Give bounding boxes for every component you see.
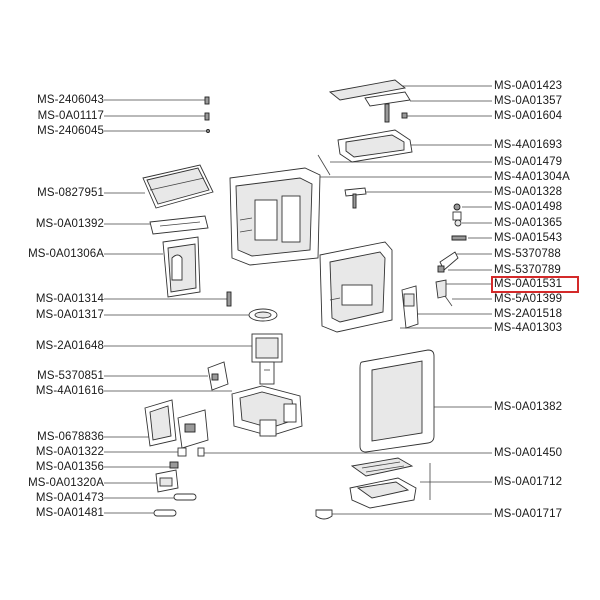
tank-lid-part [142,164,214,209]
highlight-box [491,276,579,293]
part-label-right: MS-0A01543 [494,232,563,244]
part-label-right: MS-0A01712 [494,476,563,488]
part-label-left: MS-0A01117 [37,110,104,122]
pump-small-parts [226,291,278,322]
leader-lines-right [202,85,492,515]
part-label-left: MS-0A01392 [35,218,104,230]
part-label-left: MS-0A01317 [35,309,104,321]
part-label-left: MS-5370851 [37,370,104,382]
part-label-right: MS-4A01693 [494,139,563,151]
part-label-left: MS-0A01322 [35,446,104,458]
part-label-right: MS-5370789 [494,264,561,276]
part-label-left: MS-0A01306A [28,248,104,260]
part-label-left: MS-0A01314 [35,293,104,305]
part-label-left: MS-0A01320A [28,477,104,489]
part-label-left: MS-2406043 [37,94,104,106]
foot-part [315,509,333,520]
screw-parts [204,96,210,133]
part-label-right: MS-0A01450 [494,447,563,459]
small-parts-right [344,187,467,329]
main-housing-part [229,167,321,266]
top-cover-part [328,79,413,163]
front-frame-part [319,241,393,333]
part-label-right: MS-0A01382 [494,401,563,413]
part-label-right: MS-0A01328 [494,186,563,198]
valve-part [207,361,229,391]
part-label-left: MS-4A01616 [35,385,104,397]
part-label-right: MS-4A01304A [494,171,570,183]
part-label-right: MS-4A01303 [494,322,563,334]
filter-part [149,215,209,235]
part-label-left: MS-2406045 [37,125,104,137]
small-parts-left-bottom [155,447,205,493]
part-label-highlighted: MS-0A01531 [494,278,563,290]
part-label-right: MS-5370788 [494,248,561,260]
water-tank-part [162,236,201,298]
door-panel-part [359,349,435,453]
part-label-left: MS-0A01473 [35,492,104,504]
part-label-left: MS-0827951 [37,187,104,199]
leader-lines-left [104,99,255,514]
pump-part [251,333,283,385]
hose-parts [153,493,197,517]
part-label-right: MS-0A01423 [494,80,563,92]
boiler-assembly-part [231,385,303,437]
part-label-right: MS-0A01357 [494,95,563,107]
part-label-left: MS-2A01648 [35,340,104,352]
part-label-right: MS-5A01399 [494,293,563,305]
drip-tray-part [349,457,417,509]
part-label-right: MS-0A01604 [494,110,563,122]
part-label-right: MS-0A01498 [494,201,563,213]
part-label-right: MS-0A01717 [494,508,563,520]
part-label-left: MS-0A01356 [35,461,104,473]
part-label-right: MS-2A01518 [494,308,563,320]
part-label-left: MS-0678836 [37,431,104,443]
part-label-right: MS-0A01365 [494,217,563,229]
electronics-part [144,399,209,449]
part-label-left: MS-0A01481 [35,507,104,519]
part-label-right: MS-0A01479 [494,156,563,168]
